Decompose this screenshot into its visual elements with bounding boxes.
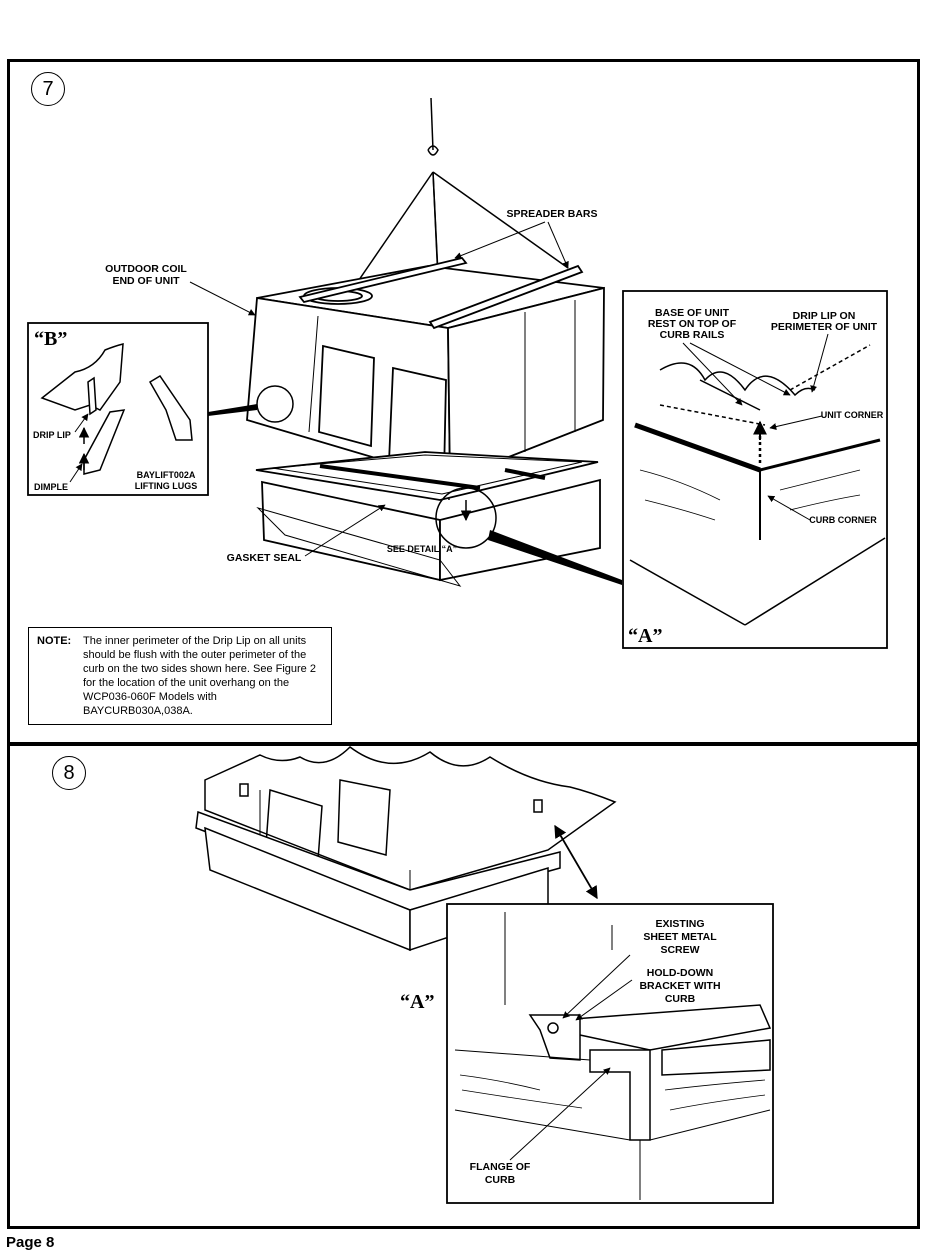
label-lugs-2: LIFTING LUGS [135, 481, 198, 491]
note-box: NOTE: The inner perimeter of the Drip Li… [28, 627, 332, 725]
label-base-2: REST ON TOP OF [648, 318, 737, 330]
note-heading: NOTE: [37, 635, 72, 647]
corner-callout-circle [435, 487, 497, 549]
label-lugs-1: BAYLIFT002A [137, 470, 196, 480]
label-bracket-2: BRACKET WITH [639, 980, 720, 992]
note-text: The inner perimeter of the Drip Lip on a… [83, 635, 316, 717]
label-see-detail-a: SEE DETAIL “A” [387, 544, 457, 554]
roof-curb [255, 451, 601, 587]
label-drip-perimeter-1: DRIP LIP ON [793, 310, 856, 322]
hold-down-bracket-drawing [454, 912, 772, 1200]
label-base-3: CURB RAILS [660, 329, 725, 341]
label-outdoor-coil-1: OUTDOOR COIL [105, 263, 187, 275]
label-flange-2: CURB [485, 1174, 516, 1186]
label-curb-corner: CURB CORNER [809, 515, 877, 525]
label-base-1: BASE OF UNIT [655, 307, 730, 319]
detail-a-7-drawing [629, 344, 886, 626]
dimple-part [83, 409, 126, 475]
step-8-badge: 8 [52, 756, 86, 790]
label-screw-1: EXISTING [655, 918, 704, 930]
label-drip-perimeter-2: PERIMETER OF UNIT [771, 321, 878, 333]
step-7-badge: 7 [31, 72, 65, 106]
spreader-bars [298, 256, 584, 330]
label-outdoor-coil-2: END OF UNIT [112, 275, 180, 287]
label-gasket-seal: GASKET SEAL [227, 552, 302, 564]
label-spreader-bars: SPREADER BARS [506, 208, 597, 220]
label-dimple: DIMPLE [34, 482, 68, 492]
lifting-lug-part [148, 374, 193, 441]
label-bracket-3: CURB [665, 993, 696, 1005]
page-number: Page 8 [6, 1234, 55, 1251]
label-screw-3: SCREW [660, 944, 699, 956]
detail-a-label-7: “A” [628, 625, 662, 647]
drip-lip-part [40, 343, 124, 416]
label-screw-2: SHEET METAL [643, 931, 717, 943]
detail-b-label: “B” [34, 328, 67, 350]
figure-8-panel [7, 743, 920, 1229]
label-drip-lip: DRIP LIP [33, 430, 71, 440]
label-bracket-1: HOLD-DOWN [647, 967, 714, 979]
label-flange-1: FLANGE OF [470, 1161, 531, 1173]
label-unit-corner: UNIT CORNER [821, 410, 884, 420]
detail-a-label-8: “A” [400, 991, 434, 1013]
